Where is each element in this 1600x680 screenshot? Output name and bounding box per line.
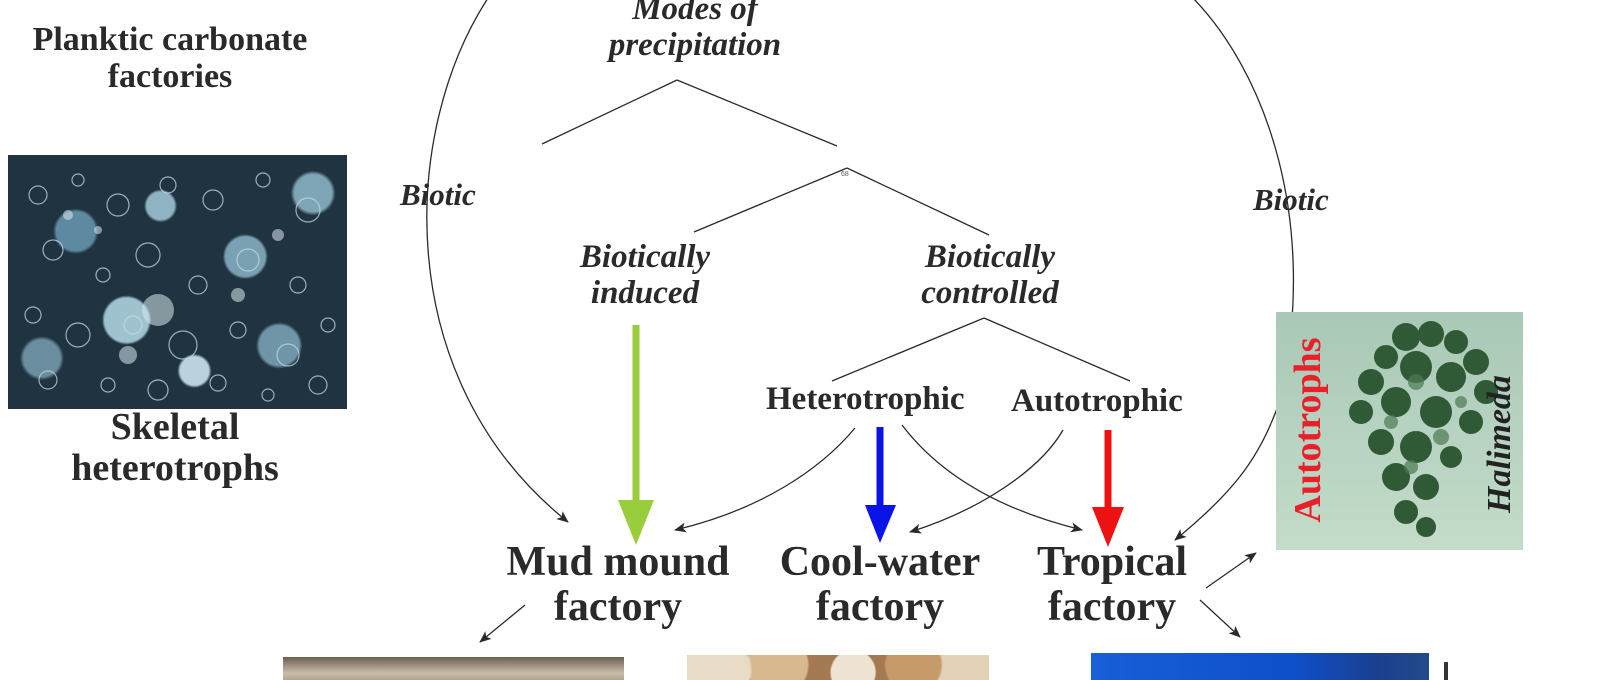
- halimeda-alga-shape: [1349, 321, 1498, 537]
- tree-line-heterotrophic: [831, 317, 985, 382]
- autotrophic-arrow-head: [1092, 507, 1124, 547]
- skeletal-line-1: Skeletal: [110, 406, 240, 448]
- biotically-induced-line-2: induced: [590, 274, 700, 311]
- halimeda-photo: Autotrophs Halimeda: [1276, 312, 1523, 550]
- biotic-left-label: Biotic: [400, 177, 476, 212]
- autotrophic-label: Autotrophic: [1011, 383, 1183, 419]
- far-right-photo-edge: [1444, 662, 1448, 680]
- planktic-carbonate-factories-label: Planktic carbonate factories: [0, 21, 340, 95]
- heterotrophic-to-tropical-arrow: [901, 424, 1083, 533]
- cool-water-line-1: Cool-water: [779, 539, 981, 585]
- small-mark: 68: [841, 171, 849, 178]
- mud-mound-factory-label: Mud mound factory: [488, 539, 748, 631]
- mud-mound-line-2: factory: [553, 584, 683, 631]
- modes-of-precipitation-title: Modes of precipitation: [580, 0, 810, 63]
- biotically-controlled-label: Biotically controlled: [880, 239, 1100, 311]
- heterotrophic-to-mud-arrow: [674, 427, 856, 533]
- left-biotic-arc: [426, 0, 569, 523]
- tropical-line-2: factory: [1047, 584, 1177, 631]
- halimeda-vertical-label: Halimeda: [1481, 375, 1518, 513]
- heterotrophic-arrow-head: [865, 505, 896, 543]
- skeletal-heterotrophs-label: Skeletal heterotrophs: [20, 406, 330, 490]
- title-line-2: precipitation: [608, 26, 782, 63]
- cool-water-factory-label: Cool-water factory: [760, 539, 1000, 631]
- tree-line-induced: [693, 167, 848, 233]
- title-line-1: Modes of: [632, 0, 758, 27]
- tree-line-left: [541, 79, 678, 145]
- biotically-induced-line-1: Biotically: [579, 239, 711, 275]
- tropical-factory-label: Tropical factory: [1012, 539, 1212, 631]
- autotrophic-to-coolwater-arrow: [909, 429, 1064, 534]
- tree-line-controlled: [846, 167, 990, 236]
- skeletal-heterotrophs-micrograph: [8, 155, 347, 409]
- cool-water-shells-photo: [687, 655, 989, 680]
- biotically-induced-label: Biotically induced: [540, 239, 750, 311]
- tree-line-autotrophic: [983, 317, 1131, 382]
- mud-mound-line-1: Mud mound: [506, 539, 730, 585]
- planktic-line-2: factories: [107, 57, 233, 95]
- tropical-down-arrow: [1199, 599, 1241, 638]
- biotic-right-label: Biotic: [1253, 182, 1329, 217]
- induced-arrow-head: [618, 500, 654, 545]
- cool-water-line-2: factory: [815, 584, 945, 631]
- tree-line-right: [676, 79, 838, 147]
- mud-down-arrow: [479, 604, 526, 643]
- biotically-controlled-line-2: controlled: [921, 274, 1059, 311]
- tropical-reef-photo: [1091, 653, 1429, 680]
- mud-mound-photo: [283, 657, 624, 680]
- autotrophs-vertical-label: Autotrophs: [1287, 337, 1329, 523]
- heterotrophic-label: Heterotrophic: [766, 381, 965, 417]
- tropical-up-arrow: [1205, 552, 1257, 589]
- tropical-line-1: Tropical: [1036, 539, 1188, 585]
- skeletal-line-2: heterotrophs: [71, 447, 279, 490]
- micrograph-texture: [24, 172, 336, 402]
- planktic-line-1: Planktic carbonate: [32, 21, 308, 58]
- biotically-controlled-line-1: Biotically: [924, 239, 1056, 275]
